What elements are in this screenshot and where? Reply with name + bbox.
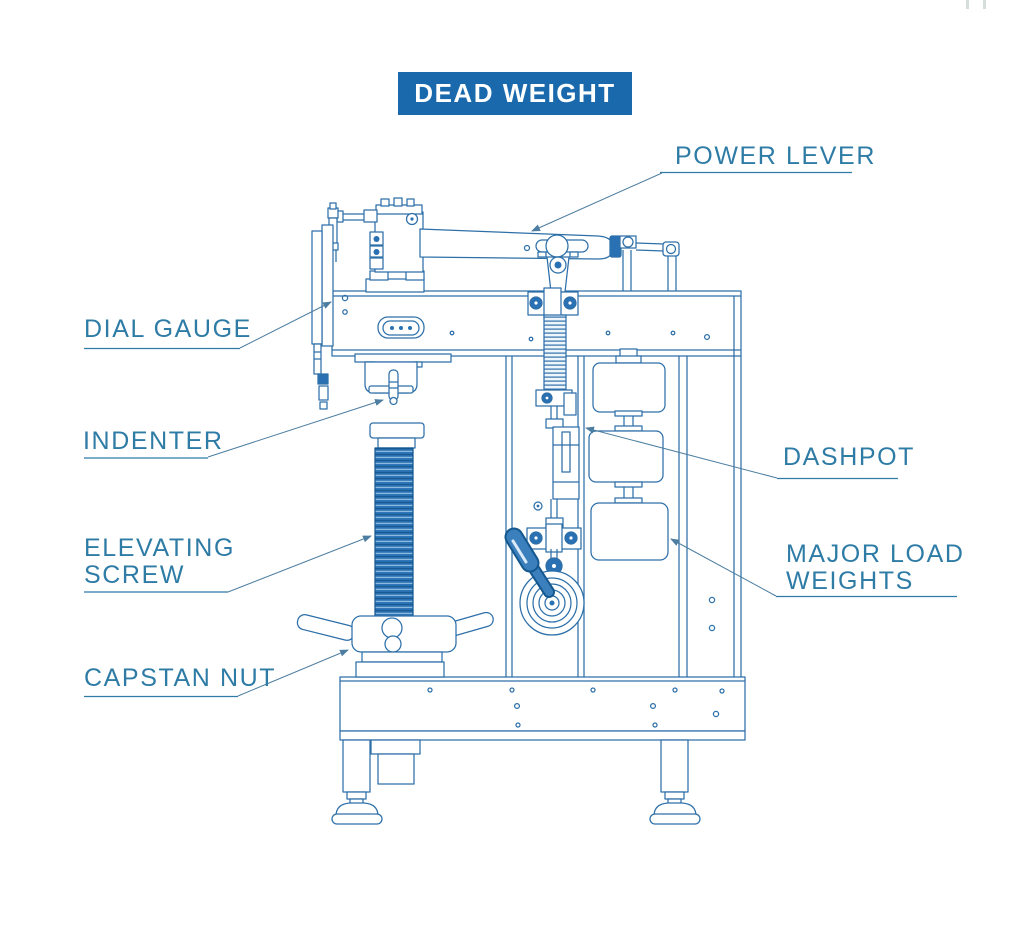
label-capstan-nut: CAPSTAN NUT — [84, 664, 277, 692]
frame-drawing — [331, 290, 742, 677]
label-underlines — [84, 171, 957, 698]
label-dashpot: DASHPOT — [783, 443, 916, 471]
page-title: DEAD WEIGHT — [398, 72, 632, 115]
power-lever-drawing — [419, 228, 680, 293]
capstan-nut-leader-line — [237, 649, 349, 697]
label-indenter: INDENTER — [83, 427, 224, 455]
indenter-drawing — [354, 353, 452, 406]
elevating-screw-drawing — [369, 422, 425, 619]
label-power-lever: POWER LEVER — [675, 142, 876, 170]
dashpot-leader-line — [585, 426, 778, 479]
capstan-nut-drawing — [296, 611, 494, 678]
leader-lines — [207, 172, 778, 697]
dashpot-assembly-drawing — [504, 287, 585, 636]
page-title-text: DEAD WEIGHT — [414, 78, 616, 108]
dial-gauge-leader-line — [239, 301, 332, 349]
label-elevating-screw-line2: SCREW — [84, 561, 186, 589]
top-mechanism-drawing — [326, 197, 425, 293]
dial-gauge-drawing — [311, 224, 334, 410]
label-major-load-weights-line1: MAJOR LOAD — [786, 540, 965, 568]
power-lever-leader-line — [531, 172, 663, 232]
label-dial-gauge: DIAL GAUGE — [84, 315, 252, 343]
major-load-weights-drawing — [588, 348, 669, 561]
base-drawing — [331, 676, 746, 825]
label-elevating-screw-line1: ELEVATING — [84, 534, 236, 562]
corner-tick — [966, 0, 969, 9]
label-major-load-weights: MAJOR LOAD WEIGHTS — [786, 541, 965, 595]
corner-tick — [983, 0, 986, 9]
label-major-load-weights-line2: WEIGHTS — [786, 567, 914, 595]
elevating-screw-leader-line — [227, 535, 372, 593]
label-elevating-screw: ELEVATING SCREW — [84, 535, 235, 589]
indenter-leader-line — [207, 399, 384, 458]
major-load-weights-leader-line — [670, 538, 777, 597]
